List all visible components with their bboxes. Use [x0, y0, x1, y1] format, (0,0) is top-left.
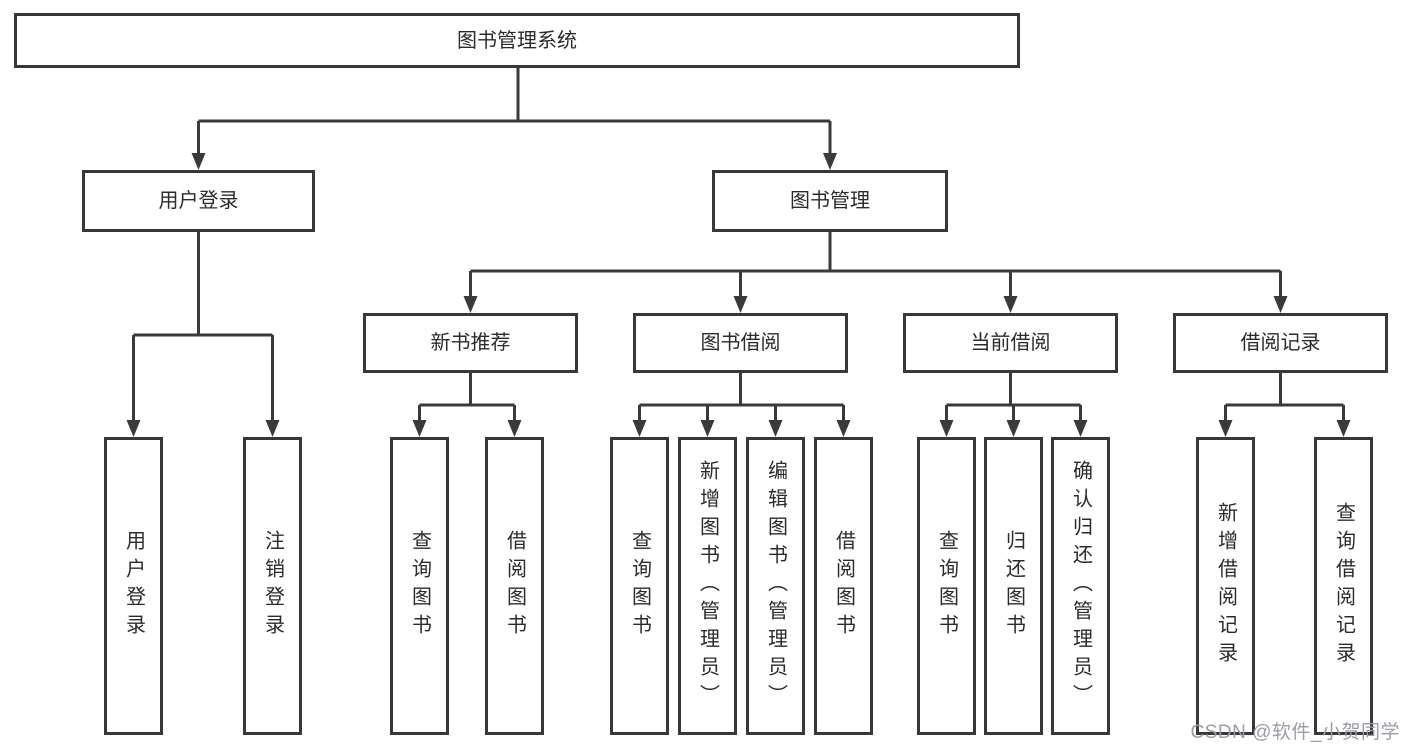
leaf-add-borrow-record: 新增借阅记录 [1196, 437, 1255, 735]
leaf-edit-books-admin: 编辑图书（管理员） [746, 437, 805, 735]
arrow-down-icon [1003, 296, 1018, 313]
leaf-logout-label: 注销登录 [261, 530, 284, 642]
arrow-down-icon [191, 153, 206, 170]
leaf-borrow-query-books: 查询图书 [610, 437, 669, 735]
arrow-down-icon [632, 420, 647, 437]
node-new-book-recommend: 新书推荐 [363, 313, 578, 373]
csdn-watermark: CSDN @软件_小贺同学 [1190, 722, 1400, 743]
node-book-management-label: 图书管理 [790, 190, 870, 212]
leaf-logout: 注销登录 [243, 437, 302, 735]
node-book-management: 图书管理 [712, 170, 948, 232]
arrow-down-icon [126, 420, 141, 437]
arrow-down-icon [823, 153, 837, 170]
leaf-borrow-books-label: 借阅图书 [832, 530, 855, 642]
leaf-borrow-books: 借阅图书 [814, 437, 873, 735]
leaf-recommend-query-books: 查询图书 [390, 437, 449, 735]
arrow-down-icon [733, 296, 748, 313]
leaf-edit-books-admin-label: 编辑图书（管理员） [764, 460, 787, 712]
node-book-borrow-label: 图书借阅 [700, 332, 781, 354]
arrow-down-icon [700, 420, 715, 437]
leaf-user-login: 用户登录 [104, 437, 163, 735]
leaf-return-books-label: 归还图书 [1002, 530, 1025, 642]
leaf-query-borrow-record: 查询借阅记录 [1314, 437, 1373, 735]
connector-root-to-level2 [197, 66, 832, 158]
node-borrow-records: 借阅记录 [1173, 313, 1388, 373]
leaf-recommend-borrow-books: 借阅图书 [485, 437, 544, 735]
arrow-down-icon [1006, 420, 1021, 437]
leaf-add-books-admin-label: 新增图书（管理员） [696, 460, 719, 712]
node-user-login: 用户登录 [82, 170, 315, 232]
connector-manage-to-level3 [469, 232, 1282, 301]
leaf-recommend-borrow-books-label: 借阅图书 [503, 530, 526, 642]
connector-records-to-leaves [1224, 373, 1345, 425]
arrow-down-icon [1273, 296, 1288, 313]
arrow-down-icon [1336, 420, 1351, 437]
leaf-confirm-return-admin: 确认归还（管理员） [1051, 437, 1110, 735]
node-new-book-recommend-label: 新书推荐 [430, 332, 511, 354]
arrowhead-icons [126, 153, 1351, 437]
arrow-down-icon [768, 420, 783, 437]
node-library-system-label: 图书管理系统 [457, 29, 577, 52]
node-borrow-records-label: 借阅记录 [1240, 332, 1321, 354]
arrow-down-icon [463, 296, 478, 313]
leaf-query-borrow-record-label: 查询借阅记录 [1332, 502, 1355, 670]
connector-recommend-to-leaves [418, 373, 516, 425]
connector-login-to-leaves [132, 232, 274, 425]
leaf-recommend-query-books-label: 查询图书 [408, 530, 431, 642]
node-book-borrow: 图书借阅 [633, 313, 848, 373]
leaf-current-query-books: 查询图书 [917, 437, 976, 735]
leaf-borrow-query-books-label: 查询图书 [628, 530, 651, 642]
node-current-borrow-label: 当前借阅 [970, 332, 1051, 354]
leaf-confirm-return-admin-label: 确认归还（管理员） [1069, 460, 1092, 712]
arrow-down-icon [836, 420, 851, 437]
leaf-add-borrow-record-label: 新增借阅记录 [1214, 502, 1237, 670]
node-library-system: 图书管理系统 [14, 13, 1020, 68]
leaf-add-books-admin: 新增图书（管理员） [678, 437, 737, 735]
node-current-borrow: 当前借阅 [903, 313, 1118, 373]
connector-borrow-to-leaves [638, 373, 845, 425]
arrow-down-icon [1073, 420, 1088, 437]
leaf-user-login-label: 用户登录 [122, 530, 145, 642]
arrow-down-icon [265, 420, 280, 437]
node-user-login-label: 用户登录 [158, 190, 239, 212]
leaf-current-query-books-label: 查询图书 [935, 530, 958, 642]
connector-current-to-leaves [945, 373, 1082, 425]
leaf-return-books: 归还图书 [984, 437, 1043, 735]
arrow-down-icon [412, 420, 427, 437]
arrow-down-icon [939, 420, 954, 437]
arrow-down-icon [507, 420, 522, 437]
arrow-down-icon [1218, 420, 1233, 437]
